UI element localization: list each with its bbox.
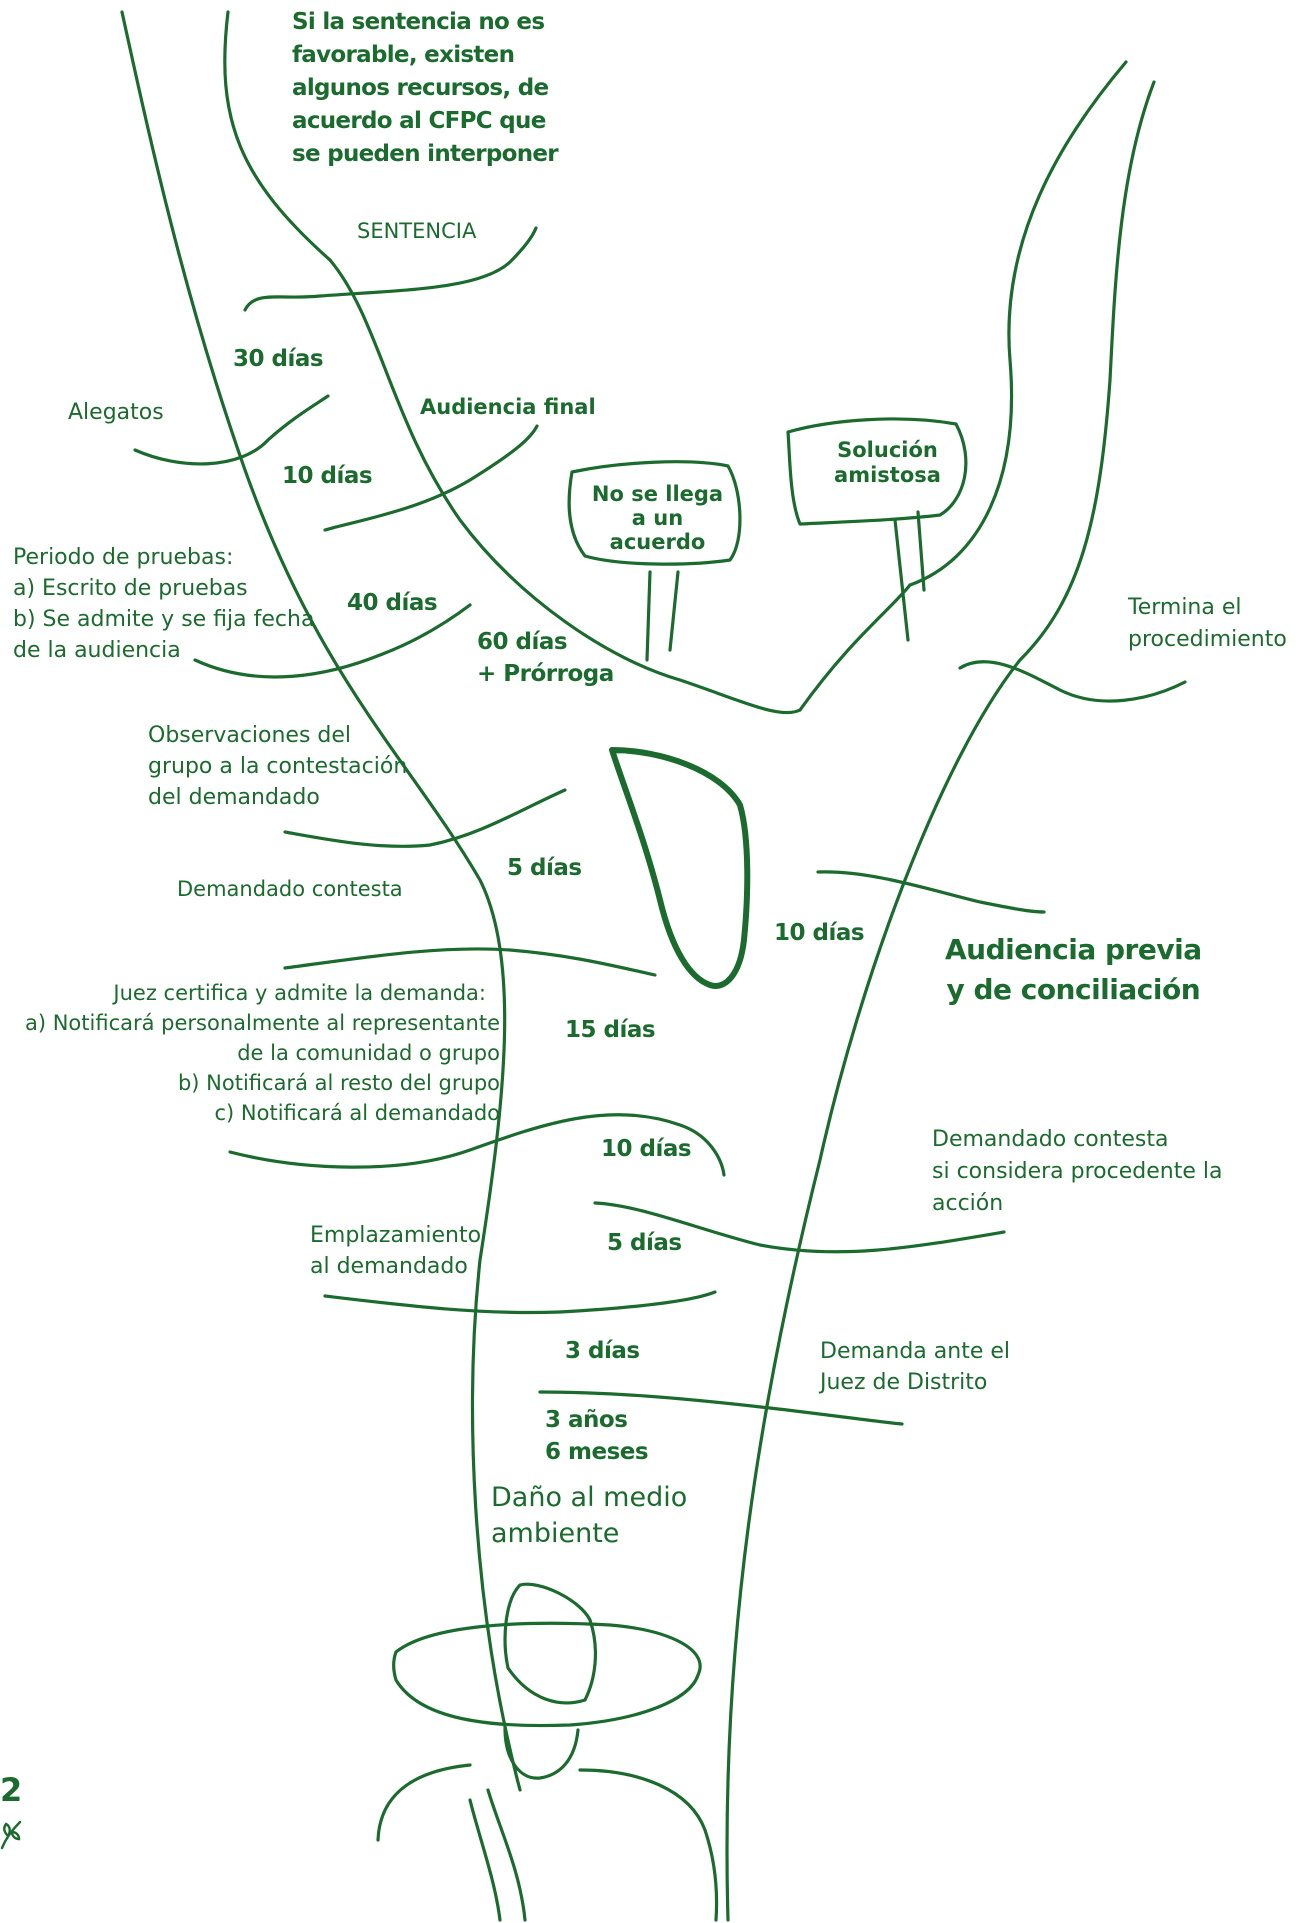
procedente-line: acción xyxy=(932,1191,1004,1216)
d3y6m-line: 3 años xyxy=(545,1407,628,1433)
solucion-line: Solución xyxy=(837,438,938,462)
label-audiencia-previa: Audiencia previa y de conciliación xyxy=(945,930,1202,1010)
cup-shape xyxy=(609,747,751,989)
divider-pruebas xyxy=(193,603,472,679)
observaciones-line: del demandado xyxy=(148,785,320,810)
juez-line: b) Notificará al resto del grupo xyxy=(177,1071,500,1095)
recursos-note-line: algunos recursos, de xyxy=(292,75,549,101)
label-sentencia: SENTENCIA xyxy=(357,219,477,243)
duration-10-dias-right: 10 días xyxy=(774,920,865,946)
hat-brim xyxy=(392,1621,702,1728)
hat-crown xyxy=(503,1582,598,1705)
divider-demanda xyxy=(538,1390,904,1426)
label-demandado-procedente: Demandado contesta si considera proceden… xyxy=(932,1124,1222,1220)
leaf-icon xyxy=(0,1820,22,1850)
duration-60-dias: 60 días + Prórroga xyxy=(477,626,614,690)
juez-line: Juez certifica y admite la demanda: xyxy=(113,981,486,1005)
duration-15-dias: 15 días xyxy=(565,1017,656,1043)
duration-30-dias: 30 días xyxy=(233,346,324,372)
sign-no-acuerdo-post-b xyxy=(668,570,680,652)
divider-procedente xyxy=(593,1201,1006,1254)
demanda-line: Demanda ante el xyxy=(820,1339,1010,1364)
divider-sentencia xyxy=(243,226,538,312)
dano-line: Daño al medio xyxy=(491,1482,688,1513)
recursos-note: Si la sentencia no es favorable, existen… xyxy=(292,6,559,171)
sign-no-acuerdo-text: No se llega a un acuerdo xyxy=(590,482,725,554)
label-observaciones: Observaciones del grupo a la contestació… xyxy=(148,720,407,813)
backpack-strap xyxy=(468,1788,527,1922)
label-periodo-pruebas: Periodo de pruebas: a) Escrito de prueba… xyxy=(13,542,314,666)
divider-audiencia-final xyxy=(323,424,539,532)
audiencia-previa-line: y de conciliación xyxy=(946,973,1201,1006)
procedente-line: Demandado contesta xyxy=(932,1127,1169,1152)
emplazamiento-line: Emplazamiento xyxy=(310,1223,482,1248)
pruebas-line: de la audiencia xyxy=(13,638,181,663)
audiencia-previa-line: Audiencia previa xyxy=(945,933,1202,966)
recursos-note-line: se pueden interponer xyxy=(292,141,559,167)
duration-3-anos-6-meses: 3 años 6 meses xyxy=(545,1404,649,1468)
divider-contesta xyxy=(283,947,657,977)
trunk-right-line xyxy=(908,60,1128,587)
sign-solucion-text: Solución amistosa xyxy=(820,438,955,488)
duration-10-dias-mid: 10 días xyxy=(601,1136,692,1162)
dano-line: ambiente xyxy=(491,1518,620,1549)
duration-5-dias-low: 5 días xyxy=(607,1230,682,1256)
procedente-line: si considera procedente la xyxy=(932,1159,1223,1184)
divider-termina xyxy=(958,660,1187,703)
duration-3-dias: 3 días xyxy=(565,1338,640,1364)
juez-line: de la comunidad o grupo xyxy=(237,1041,500,1065)
label-termina: Termina el procedimiento xyxy=(1128,592,1287,656)
trunk-left-line xyxy=(120,10,522,1792)
branch-right-cup-line xyxy=(798,583,912,712)
d60-line: 60 días xyxy=(477,629,568,655)
sign-no-acuerdo-board xyxy=(567,460,742,566)
branch-inner-left-line xyxy=(223,10,802,715)
duration-10-dias-top: 10 días xyxy=(282,463,373,489)
recursos-note-line: favorable, existen xyxy=(292,42,515,68)
emplazamiento-line: al demandado xyxy=(310,1254,468,1279)
pruebas-line: Periodo de pruebas: xyxy=(13,545,234,570)
divider-observaciones xyxy=(283,788,567,848)
demanda-line: Juez de Distrito xyxy=(820,1370,988,1395)
divider-juez xyxy=(228,1113,726,1177)
label-dano: Daño al medio ambiente xyxy=(491,1480,687,1552)
trunk-right-outer-line xyxy=(725,80,1156,1922)
termina-line: procedimiento xyxy=(1128,627,1287,652)
label-audiencia-final: Audiencia final xyxy=(420,395,596,419)
recursos-note-line: acuerdo al CFPC que xyxy=(292,108,546,134)
observaciones-line: Observaciones del xyxy=(148,723,352,748)
page-number: 2 xyxy=(0,1771,23,1809)
duration-5-dias-top: 5 días xyxy=(507,855,582,881)
label-emplazamiento: Emplazamiento al demandado xyxy=(310,1220,481,1282)
shoulders xyxy=(376,1763,719,1922)
pruebas-line: b) Se admite y se fija fecha xyxy=(13,607,315,632)
divider-audiencia-previa xyxy=(816,870,1046,914)
label-demanda-juez: Demanda ante el Juez de Distrito xyxy=(820,1336,1010,1398)
label-juez-certifica: Juez certifica y admite la demanda: a) N… xyxy=(25,978,500,1128)
pruebas-line: a) Escrito de pruebas xyxy=(13,576,248,601)
no-acuerdo-line: No se llega xyxy=(591,482,724,506)
no-acuerdo-line: acuerdo xyxy=(609,530,706,554)
recursos-note-line: Si la sentencia no es xyxy=(292,9,545,35)
duration-40-dias: 40 días xyxy=(347,590,438,616)
no-acuerdo-line: a un xyxy=(631,506,684,530)
divider-emplazamiento xyxy=(323,1290,717,1315)
observaciones-line: grupo a la contestación xyxy=(148,754,408,779)
head xyxy=(503,1726,580,1780)
label-alegatos: Alegatos xyxy=(68,400,164,425)
d60-line: + Prórroga xyxy=(477,661,614,687)
sign-solucion-post-b xyxy=(916,510,926,592)
juez-line: c) Notificará al demandado xyxy=(214,1101,501,1125)
sign-no-acuerdo-post-a xyxy=(645,570,652,662)
termina-line: Termina el xyxy=(1128,595,1242,620)
d3y6m-line: 6 meses xyxy=(545,1439,649,1465)
label-demandado-contesta: Demandado contesta xyxy=(177,877,403,901)
juez-line: a) Notificará personalmente al represent… xyxy=(24,1011,500,1035)
solucion-line: amistosa xyxy=(834,463,941,487)
sign-solucion-post-a xyxy=(893,518,910,642)
sign-solucion-board xyxy=(786,417,968,526)
divider-alegatos xyxy=(133,394,330,466)
